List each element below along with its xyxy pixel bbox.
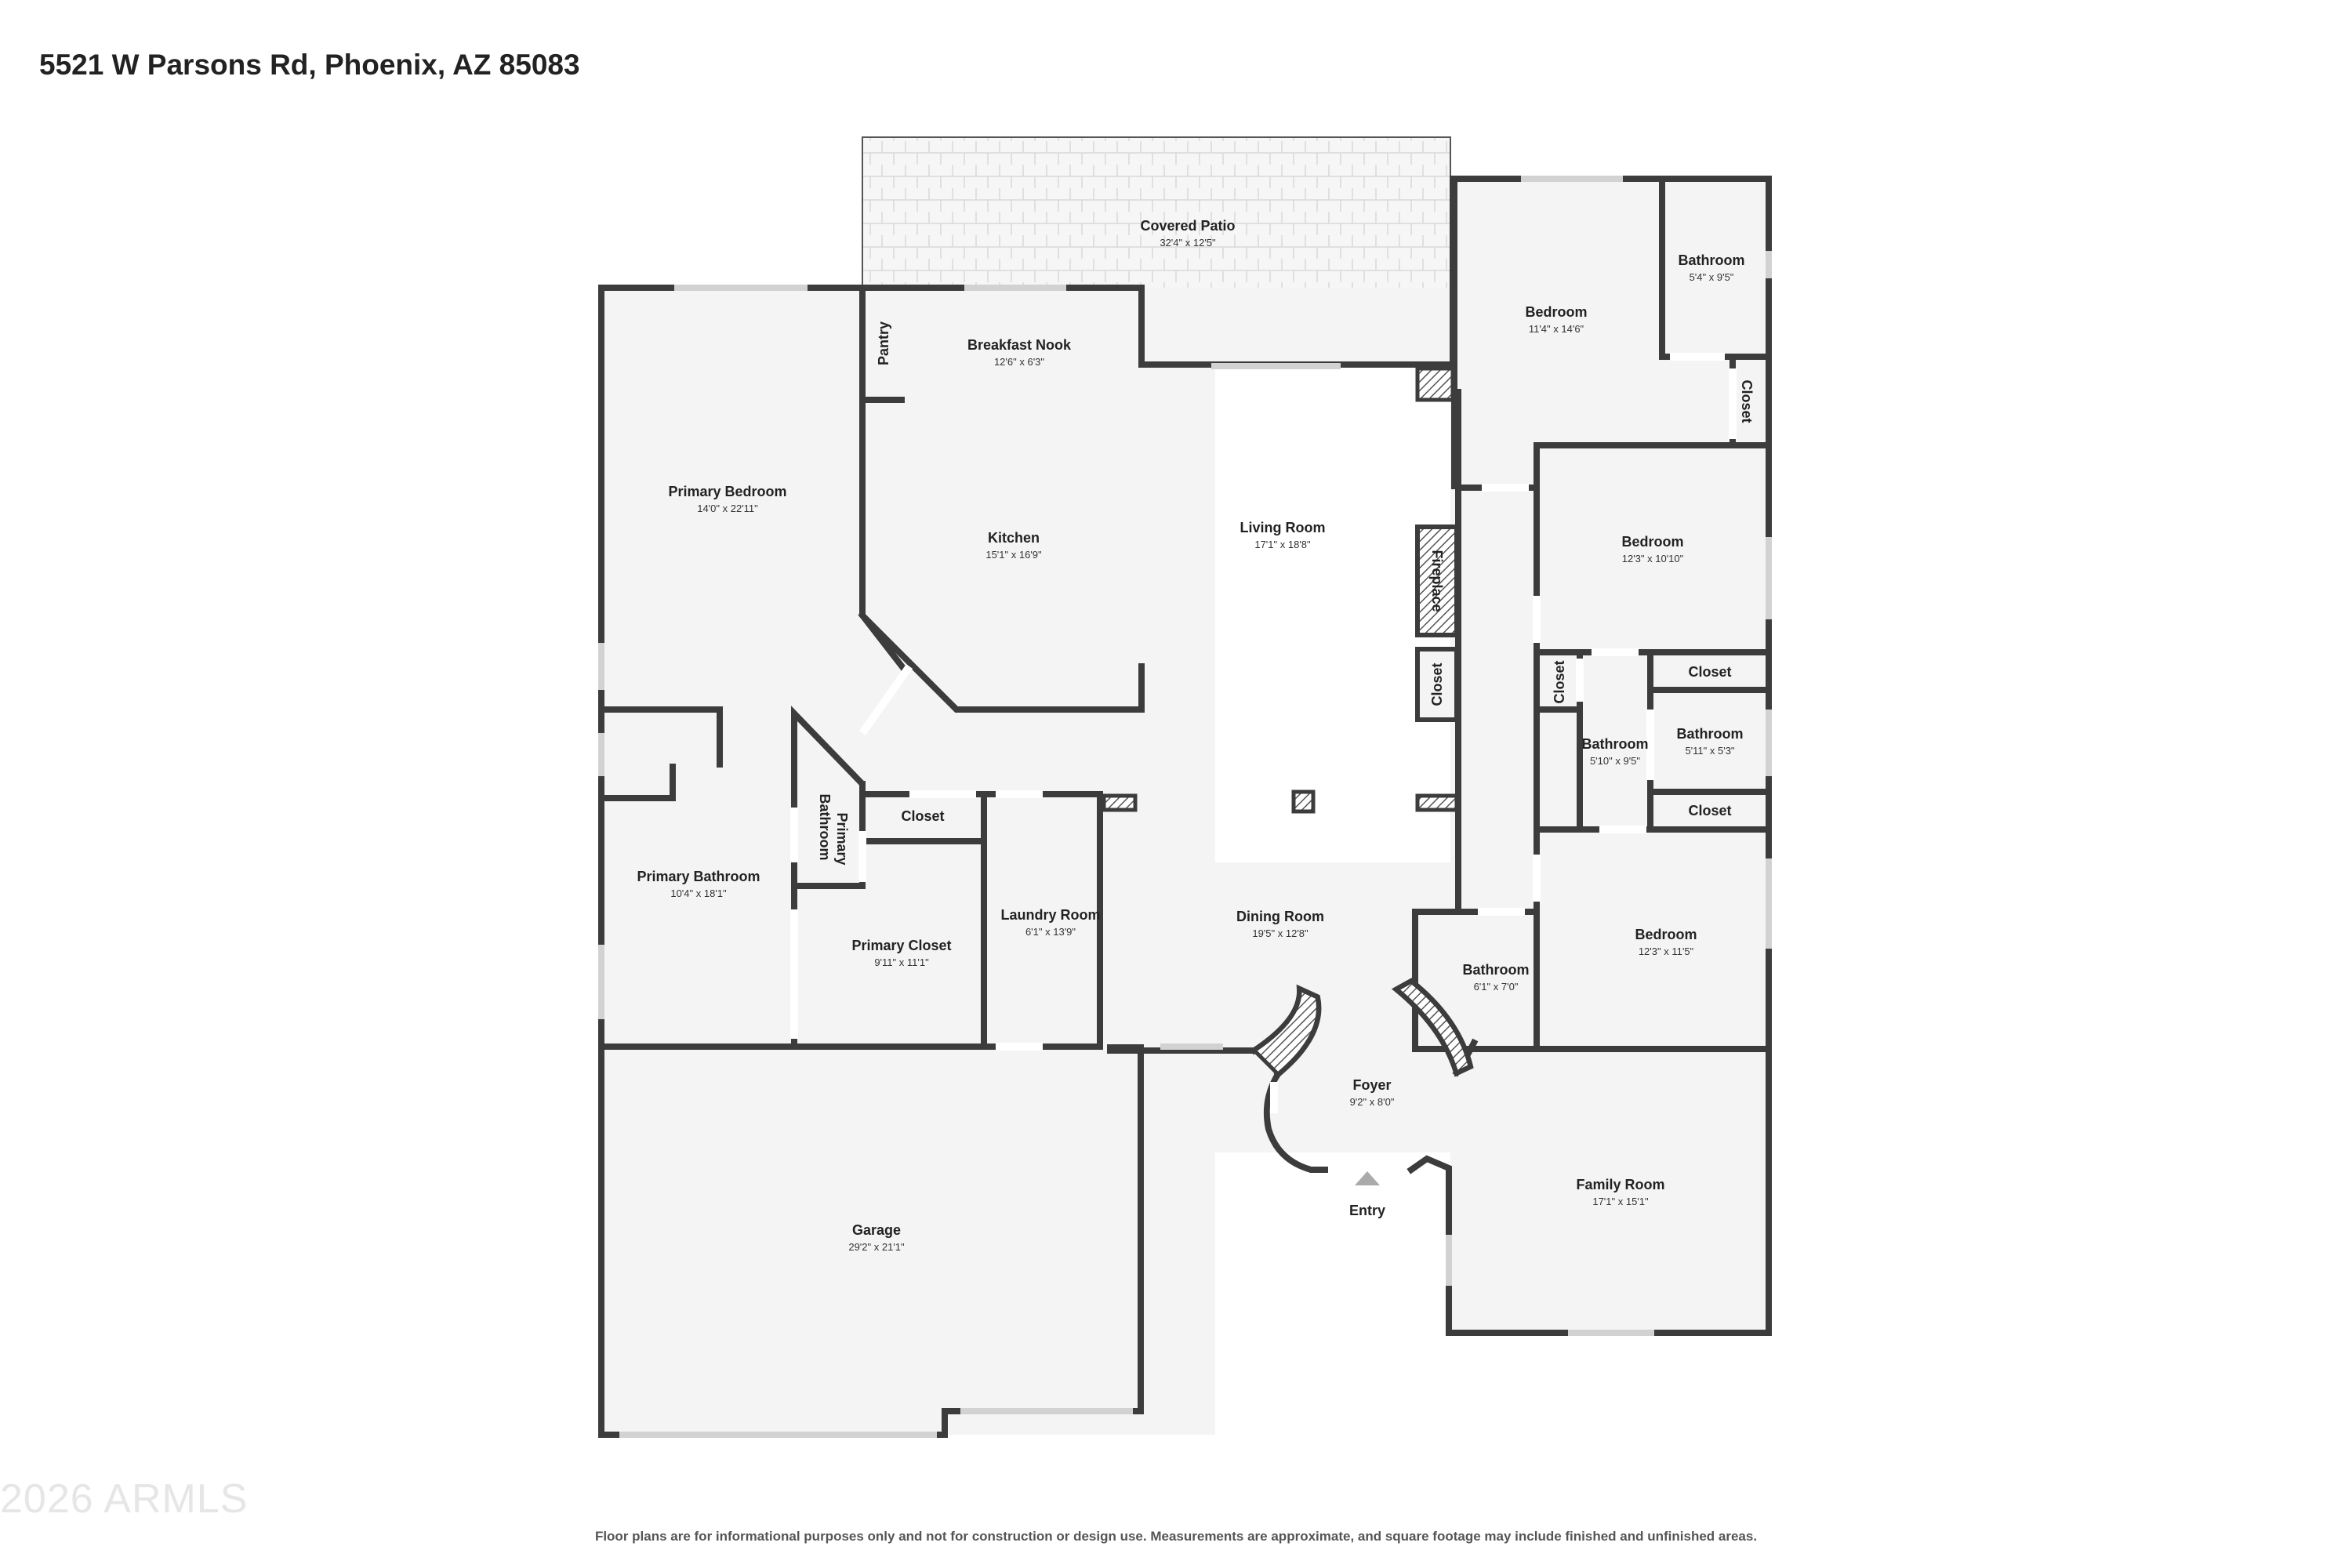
bathroom-e1-label: Bathroom <box>1582 736 1649 752</box>
bathroom-center-dim: 6'1" x 7'0" <box>1474 981 1519 993</box>
bedroom-e-dim: 12'3" x 10'10" <box>1622 553 1684 564</box>
closet-primary-label: Closet <box>901 808 944 824</box>
dining-room-dim: 19'5" x 12'8" <box>1252 927 1308 939</box>
bedroom-se-dim: 12'3" x 11'5" <box>1639 946 1694 957</box>
bathroom-ne-dim: 5'4" x 9'5" <box>1690 271 1734 283</box>
bedroom-ne-label: Bedroom <box>1525 304 1587 320</box>
foyer-label: Foyer <box>1352 1077 1391 1093</box>
bathroom-ne-label: Bathroom <box>1679 252 1745 268</box>
door-openings <box>790 353 1737 1174</box>
primary-bathroom-dim: 10'4" x 18'1" <box>670 887 727 899</box>
windows <box>598 176 1772 1438</box>
disclaimer-text: Floor plans are for informational purpos… <box>594 1529 1758 1544</box>
closet-e3-label: Closet <box>1688 803 1731 818</box>
bathroom-center-label: Bathroom <box>1463 962 1530 978</box>
closet-e2-label: Closet <box>1688 664 1731 680</box>
primary-bathroom-small-label-2: Bathroom <box>817 794 833 861</box>
dining-room-label: Dining Room <box>1236 909 1324 924</box>
living-room-label: Living Room <box>1240 520 1326 535</box>
breakfast-nook-dim: 12'6" x 6'3" <box>994 356 1044 368</box>
primary-closet-dim: 9'11" x 11'1" <box>874 956 929 968</box>
laundry-room-dim: 6'1" x 13'9" <box>1025 926 1076 938</box>
primary-bedroom-label: Primary Bedroom <box>668 484 786 499</box>
living-room-dim: 17'1" x 18'8" <box>1254 539 1311 550</box>
property-address: 5521 W Parsons Rd, Phoenix, AZ 85083 <box>39 49 580 81</box>
breakfast-nook-label: Breakfast Nook <box>967 337 1072 353</box>
room-labels: Covered Patio 32'4" x 12'5" Breakfast No… <box>637 218 1755 1253</box>
family-room-dim: 17'1" x 15'1" <box>1592 1196 1649 1207</box>
bathroom-e1-dim: 5'10" x 9'5" <box>1590 755 1640 767</box>
closet-ne-label: Closet <box>1739 379 1755 423</box>
covered-patio-label: Covered Patio <box>1140 218 1235 234</box>
primary-bathroom-small-label-1: Primary <box>834 812 850 865</box>
bedroom-se-label: Bedroom <box>1635 927 1697 942</box>
house-floor <box>601 179 1769 1435</box>
pantry-label: Pantry <box>876 321 891 365</box>
laundry-room-label: Laundry Room <box>1000 907 1100 923</box>
bathroom-e2-dim: 5'11" x 5'3" <box>1685 745 1734 757</box>
primary-bedroom-dim: 14'0" x 22'11" <box>697 503 758 514</box>
garage-dim: 29'2" x 21'1" <box>848 1241 905 1253</box>
primary-bathroom-label: Primary Bathroom <box>637 869 760 884</box>
entry-arrow-icon <box>1355 1171 1380 1185</box>
bedroom-ne-dim: 11'4" x 14'6" <box>1529 323 1584 335</box>
family-room-label: Family Room <box>1576 1177 1664 1192</box>
armls-watermark: 2026 ARMLS <box>0 1476 249 1522</box>
kitchen-dim: 15'1" x 16'9" <box>985 549 1042 561</box>
primary-closet-label: Primary Closet <box>851 938 951 953</box>
kitchen-label: Kitchen <box>988 530 1040 546</box>
foyer-walls <box>1250 978 1479 1173</box>
foyer-dim: 9'2" x 8'0" <box>1350 1096 1395 1108</box>
bedroom-e-label: Bedroom <box>1621 534 1683 550</box>
garage-label: Garage <box>852 1222 901 1238</box>
covered-patio-dim: 32'4" x 12'5" <box>1160 237 1216 249</box>
fireplace-label: Fireplace <box>1429 550 1445 612</box>
entry-label: Entry <box>1349 1203 1385 1218</box>
closet-e1-label: Closet <box>1552 660 1567 703</box>
fixtures <box>1102 366 1459 814</box>
bathroom-e2-label: Bathroom <box>1677 726 1744 742</box>
closet-living-label: Closet <box>1429 662 1445 706</box>
